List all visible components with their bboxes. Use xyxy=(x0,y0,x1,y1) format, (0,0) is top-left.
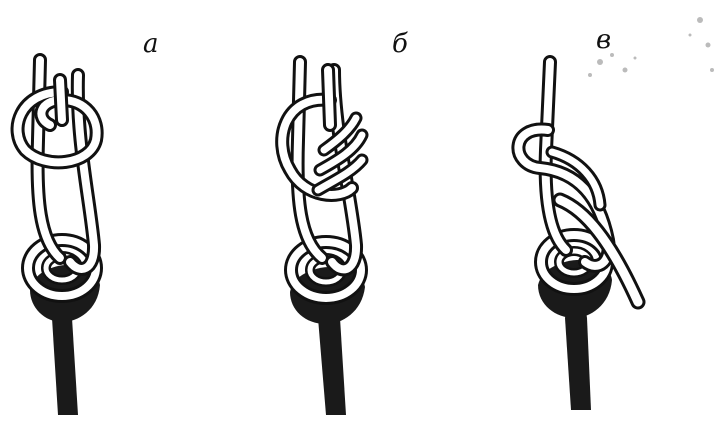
panel-a: а xyxy=(18,29,159,415)
panel-b-label: б xyxy=(392,29,408,59)
panel-v-label: в xyxy=(596,25,611,55)
panel-b: б xyxy=(282,29,408,415)
panel-a-label: а xyxy=(143,29,159,59)
panel-v: в xyxy=(518,17,714,410)
